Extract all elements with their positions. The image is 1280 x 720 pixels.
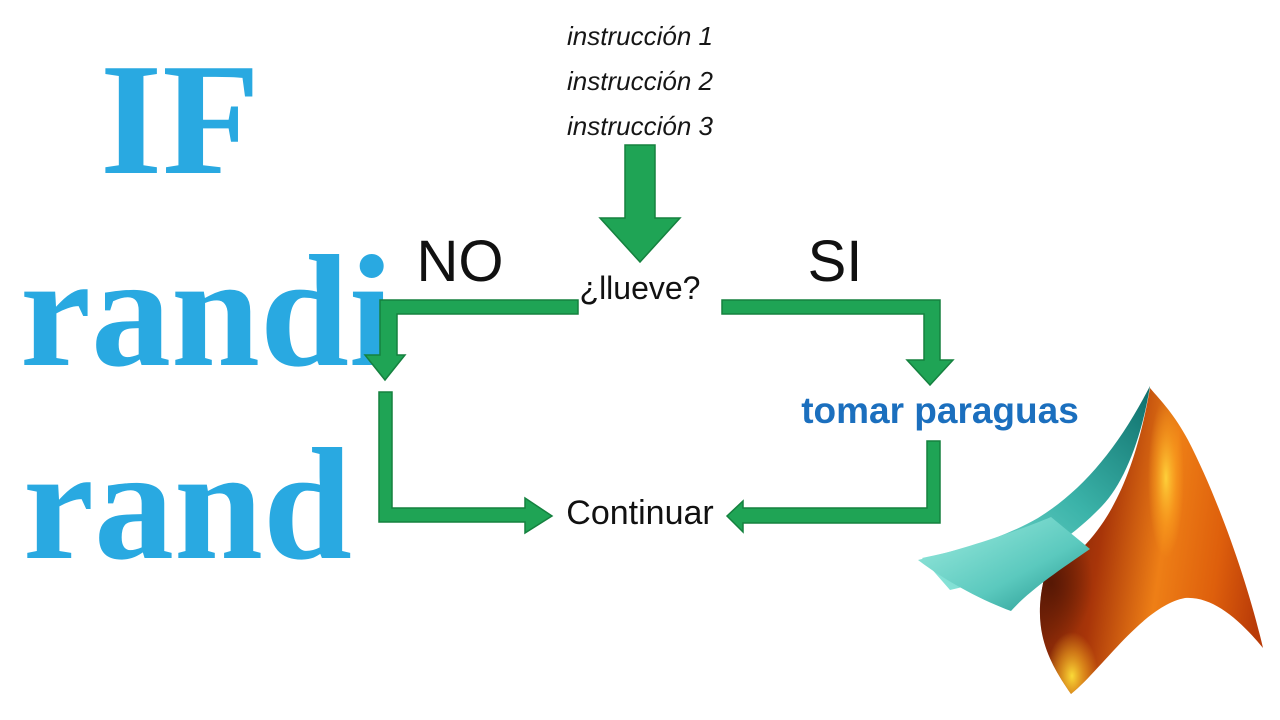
keyword-if: IF [100, 30, 260, 208]
logo-peak [1039, 388, 1263, 694]
action-to-continue-arrow [725, 440, 941, 534]
arrow-down-icon [598, 144, 682, 264]
logo-flat-wing [918, 517, 1090, 611]
label-si: SI [807, 229, 863, 294]
label-yes-action: tomar paraguas [801, 390, 1079, 431]
matlab-logo [918, 386, 1263, 694]
label-condition: ¿llueve? [579, 270, 701, 306]
logo-foot-highlight [1046, 632, 1098, 694]
label-no: NO [416, 229, 504, 294]
no-to-continue-arrow [378, 391, 554, 535]
si-branch-arrow [721, 299, 955, 387]
keyword-randi: randi [20, 222, 394, 400]
instruction-line-1: instrucción 1 [567, 21, 713, 51]
instruction-list: instrucción 1 instrucción 2 instrucción … [495, 14, 785, 149]
label-continue: Continuar [566, 494, 714, 532]
keyword-rand: rand [23, 415, 352, 593]
logo-apex-highlight [1148, 398, 1184, 558]
instruction-line-3: instrucción 3 [567, 111, 713, 141]
instruction-line-2: instrucción 2 [567, 66, 713, 96]
no-branch-arrow [363, 299, 579, 382]
